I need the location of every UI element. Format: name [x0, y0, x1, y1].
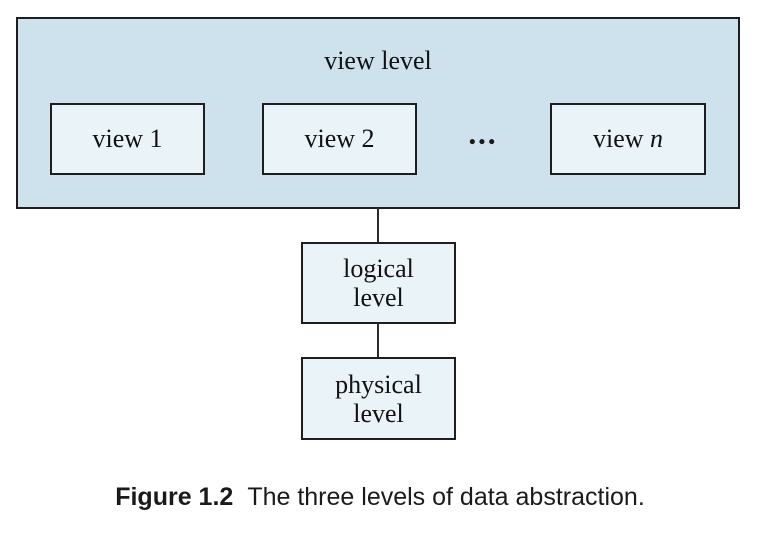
figure-caption-text: The three levels of data abstraction.: [247, 483, 645, 511]
view-n-label: view n: [593, 124, 663, 154]
view-1-label: view 1: [92, 124, 163, 153]
logical-level-label-line1: logical: [343, 254, 414, 283]
figure-caption-number: Figure 1.2: [115, 483, 234, 511]
logical-level-label-line2: level: [353, 283, 404, 312]
figure-caption: Figure 1.2 The three levels of data abstr…: [0, 483, 760, 512]
logical-level-box: logical level: [301, 242, 456, 324]
view-2-label: view 2: [304, 124, 375, 153]
connector-logical-to-physical: [377, 323, 379, 357]
physical-level-label-line1: physical: [335, 369, 422, 399]
view-level-label: view level: [324, 46, 432, 75]
view-n-label-variable: n: [650, 124, 664, 153]
view-n-box: view n: [550, 103, 706, 175]
connector-view-to-logical: [377, 208, 379, 242]
view-1-box: view 1: [50, 103, 205, 175]
view-2-box: view 2: [262, 103, 417, 175]
physical-level-box: physical level: [301, 357, 456, 440]
view-n-label-prefix: view: [592, 124, 651, 153]
ellipsis-icon: •••: [469, 132, 498, 153]
physical-level-label-line2: level: [353, 398, 404, 428]
